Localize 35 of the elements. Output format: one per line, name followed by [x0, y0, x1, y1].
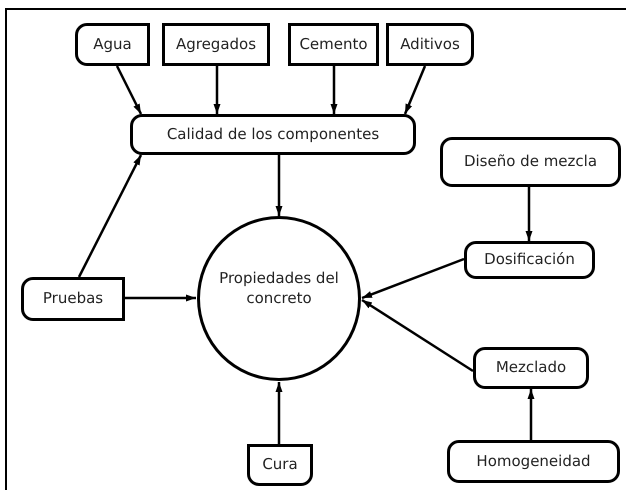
arrow [362, 258, 464, 300]
process-box [473, 347, 589, 389]
arrow [361, 298, 474, 372]
arrow [404, 66, 426, 114]
process-box [247, 444, 313, 486]
node-label: Cemento [299, 34, 368, 54]
node-label: Homogeneidad [476, 452, 591, 472]
node-label: Mezclado [496, 358, 566, 378]
process-box [162, 23, 270, 66]
node-label: Diseño de mezcla [464, 152, 598, 172]
arrow [125, 294, 196, 302]
arrow [526, 187, 532, 241]
process-box [21, 277, 125, 321]
arrow [528, 389, 534, 440]
node-label: Propiedades del concreto [218, 269, 340, 308]
node-label: Pruebas [42, 289, 104, 309]
process-box [464, 241, 595, 279]
process-box [447, 440, 620, 483]
node-label: Dosificación [484, 250, 575, 270]
node-label: Cura [262, 455, 298, 475]
node-label: Calidad de los componentes [166, 124, 380, 144]
process-box [75, 23, 150, 66]
arrow [276, 382, 282, 444]
node-label: Agua [93, 34, 132, 54]
process-box [440, 137, 621, 187]
node-label: Aditivos [400, 34, 460, 54]
process-box [288, 23, 379, 66]
arrow [330, 66, 338, 114]
arrow [214, 66, 220, 114]
arrow [276, 155, 282, 216]
process-box [386, 23, 474, 66]
arrow [116, 65, 142, 115]
arrow [78, 154, 142, 278]
node-label: Agregados [176, 34, 256, 54]
process-box [130, 114, 416, 155]
